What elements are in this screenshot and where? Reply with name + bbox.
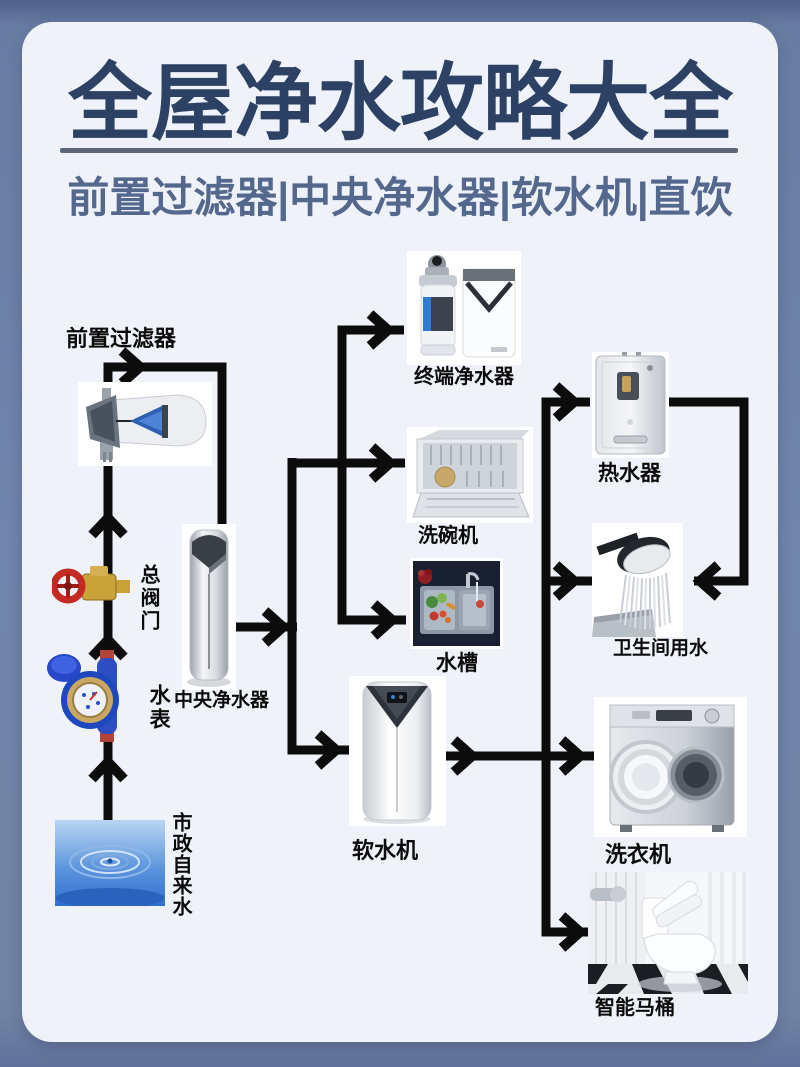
arrow-right-softener-out-icon [450,736,480,776]
dishwasher-label: 洗碗机 [418,525,478,547]
bathroom-water-label: 卫生间用水 [613,638,709,659]
arrow-right-sink-icon [370,600,400,640]
water-softener-label: 软水机 [352,838,419,863]
bathroom-water-photo [592,523,683,637]
main-valve-label: 总阀门 [137,564,159,633]
pipe-prefilter-to-central [103,362,227,532]
arrow-right-washer-icon [558,736,588,776]
arrow-right-central-out-icon [261,607,291,647]
washing-machine-photo [594,697,747,837]
smart-toilet-icon [588,872,748,994]
water-heater-photo [592,352,669,458]
sink-label: 水槽 [436,652,478,675]
central-purifier-label: 中央净水器 [174,690,270,711]
arrow-right-heater-icon [552,382,582,422]
municipal-water-icon [55,820,165,908]
water-meter-label: 水表 [147,684,171,732]
main-valve-icon [50,566,130,604]
municipal-water-label: 市政自来水 [169,812,191,917]
pipe-right-riser [541,397,590,937]
page-subtitle: 前置过滤器|中央净水器|软水机|直饮 [67,174,733,221]
arrow-up-above-municipal-icon [88,754,128,783]
sink-photo [410,558,503,649]
arrow-right-terminal-icon [366,310,396,350]
washing-machine-icon [609,704,735,832]
central-purifier-photo [182,524,236,690]
terminal-purifier-label: 终端净水器 [414,366,514,388]
title-divider [60,148,738,153]
arrow-up-below-prefilter-icon [88,510,128,539]
smart-toilet-label: 智能马桶 [595,997,675,1019]
arrow-up-above-meter-icon [88,632,128,661]
shower-icon [592,532,671,637]
arrow-right-bathroom-icon [552,561,582,601]
water-heater-label: 热水器 [598,462,661,485]
water-softener-photo [349,676,446,826]
pipe-terminal-sink-branch [337,325,406,625]
pre-filter-label: 前置过滤器 [66,326,177,351]
main-valve-photo [50,558,132,614]
sink-icon [413,561,500,646]
page-title: 全屋净水攻略大全 [67,56,733,150]
pre-filter-photo [78,382,212,466]
water-softener-icon [362,681,432,824]
smart-toilet-photo [588,872,748,994]
arrow-left-hotwater-icon [692,561,722,601]
dishwasher-icon [412,430,530,518]
dishwasher-photo [407,427,533,523]
washing-machine-label: 洗衣机 [605,842,672,867]
pipe-hot-water-loop [669,397,749,586]
water-meter-icon [47,650,119,742]
water-meter-photo [42,650,136,742]
pre-filter-icon [86,388,207,462]
arrow-right-toilet-icon [558,912,588,952]
arrow-right-prefilter-out-icon [118,347,148,387]
arrow-right-dishwasher-icon [368,443,398,483]
terminal-purifier-icon [419,255,516,358]
arrow-right-softener-icon [314,730,344,770]
water-heater-icon [595,352,666,455]
terminal-purifier-photo [407,251,521,365]
central-purifier-icon [187,529,231,687]
municipal-water-photo [55,820,165,908]
